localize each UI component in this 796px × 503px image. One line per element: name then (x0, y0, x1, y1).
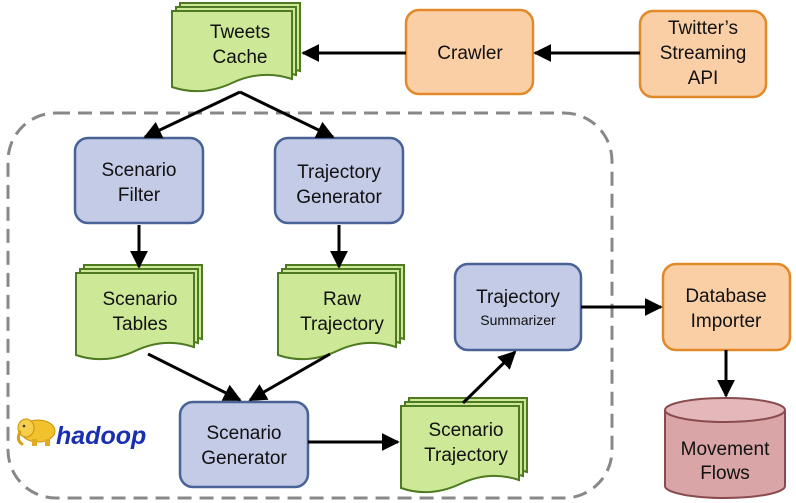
trajectory-generator-label-line2: Generator (296, 187, 382, 208)
arrow-raw-to-scengen (248, 352, 331, 402)
scenario-filter-node: Scenario Filter (73, 136, 205, 225)
scenario-trajectory-label-line2: Trajectory (424, 445, 508, 466)
scenario-trajectory-node: Scenario Trajectory (400, 397, 528, 494)
scenario-generator-node: Scenario Generator (178, 400, 310, 489)
scenario-filter-label-line1: Scenario (102, 160, 177, 181)
trajectory-generator-label-line1: Trajectory (297, 162, 381, 183)
database-importer-label-line1: Database (685, 286, 766, 307)
raw-trajectory-node: Raw Trajectory (277, 264, 405, 361)
scenario-tables-node: Scenario Tables (75, 264, 203, 361)
hadoop-logo: hadoop (16, 418, 146, 450)
trajectory-summarizer-label-line1: Trajectory (476, 287, 560, 308)
trajectory-summarizer-label-line2: Summarizer (480, 312, 556, 328)
streaming-api-label-line3: API (688, 68, 719, 89)
arrow-tables-to-scengen (147, 352, 242, 402)
elephant-icon (16, 418, 56, 446)
scenario-tables-label-line2: Tables (113, 314, 168, 335)
trajectory-generator-node: Trajectory Generator (273, 136, 405, 225)
scenario-tables-label-line1: Scenario (103, 289, 178, 310)
movement-flows-label-line2: Flows (700, 463, 750, 484)
connectors (130, 44, 735, 451)
streaming-api-node: Twitter’s Streaming API (638, 9, 768, 99)
database-importer-node: Database Importer (661, 262, 792, 352)
raw-trajectory-label-line2: Trajectory (300, 314, 384, 335)
database-importer-label-line2: Importer (691, 311, 762, 332)
crawler-node: Crawler (404, 8, 535, 96)
hadoop-logo-text: hadoop (56, 422, 146, 450)
arrow-scentraj-to-summarizer (461, 350, 517, 405)
arrow-cache-to-filter (143, 90, 241, 139)
movement-flows-node: Movement Flows (664, 397, 786, 499)
tweets-cache-label-line2: Cache (213, 47, 268, 68)
streaming-api-label-line1: Twitter’s (668, 18, 738, 39)
movement-flows-label-line1: Movement (681, 439, 770, 460)
trajectory-summarizer-node: Trajectory Summarizer (453, 262, 583, 352)
tweets-cache-label-line1: Tweets (210, 22, 270, 43)
arrow-cache-to-trajgen (239, 90, 335, 139)
scenario-filter-label-line2: Filter (118, 185, 161, 206)
streaming-api-label-line2: Streaming (660, 43, 747, 64)
crawler-label: Crawler (437, 43, 503, 64)
tweets-cache-node: Tweets Cache (171, 2, 301, 93)
scenario-generator-label-line1: Scenario (207, 423, 282, 444)
scenario-generator-label-line2: Generator (201, 448, 287, 469)
scenario-trajectory-label-line1: Scenario (429, 420, 504, 441)
raw-trajectory-label-line1: Raw (323, 289, 361, 310)
